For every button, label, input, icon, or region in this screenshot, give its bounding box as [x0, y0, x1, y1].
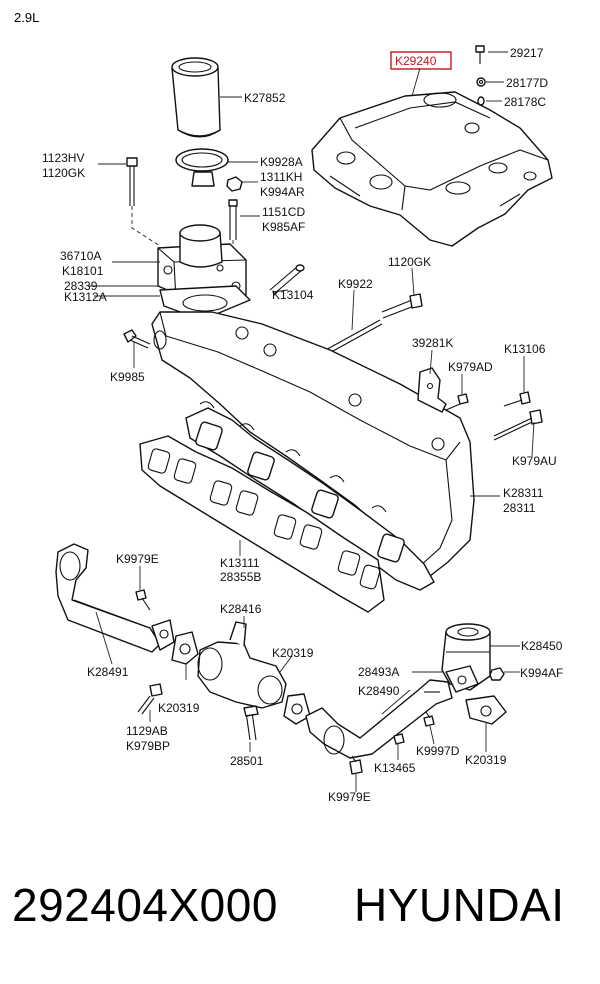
manifold-gasket-part	[139, 435, 385, 613]
bracket-part	[417, 367, 447, 413]
label-k20319-b: K20319	[158, 701, 200, 715]
label-k9997d: K9997D	[416, 744, 460, 758]
label-k9922: K9922	[338, 277, 373, 291]
label-k994ar: K994AR	[260, 185, 305, 199]
label-29217: 29217	[510, 46, 544, 60]
stud-28501-part	[243, 705, 259, 741]
label-k29240: K29240	[395, 54, 437, 68]
label-28501: 28501	[230, 754, 264, 768]
label-k979au: K979AU	[512, 454, 557, 468]
bolt-1120gk-part	[381, 293, 423, 319]
label-k13104: K13104	[272, 288, 314, 302]
label-28493a: 28493A	[358, 665, 399, 679]
bolt-part	[475, 45, 485, 64]
label-k20319-a: K20319	[272, 646, 314, 660]
label-k979bp: K979BP	[126, 739, 170, 753]
label-k13106: K13106	[504, 342, 546, 356]
label-1129ab: 1129AB	[126, 724, 168, 738]
label-k1312a: K1312A	[64, 290, 107, 304]
label-k18101: K18101	[62, 264, 104, 278]
bolt-k9979e-b-part	[349, 755, 363, 775]
label-39281k: 39281K	[412, 336, 453, 350]
label-k28311: K28311	[503, 486, 544, 500]
gasket-k20319b-part	[283, 693, 311, 725]
label-1120gk-a: 1120GK	[42, 166, 85, 180]
bolt-k9979e-part	[135, 589, 151, 611]
label-k9979e-b: K9979E	[328, 790, 371, 804]
label-28177d: 28177D	[506, 76, 548, 90]
intake-hose-part	[171, 57, 221, 138]
stud-k9985-part	[123, 329, 151, 349]
rod-part	[321, 319, 383, 357]
grommet-part	[476, 77, 486, 87]
label-k9985: K9985	[110, 370, 145, 384]
label-k28491: K28491	[87, 665, 129, 679]
bolt-k9997d-part	[423, 711, 435, 727]
exhaust-manifold-part	[185, 407, 435, 591]
engine-label: 2.9L	[14, 10, 39, 25]
label-k28450: K28450	[521, 639, 563, 653]
label-28311: 28311	[503, 501, 536, 515]
washer-part	[477, 96, 485, 106]
nut-part	[226, 176, 243, 192]
bolt-1129ab-part	[137, 683, 163, 715]
label-k28416: K28416	[220, 602, 262, 616]
highlight-box	[390, 51, 452, 70]
label-k28490: K28490	[358, 684, 400, 698]
label-k27852: K27852	[244, 91, 286, 105]
label-1120gk-b: 1120GK	[388, 255, 431, 269]
hose-clamp-part	[175, 148, 229, 187]
label-k994af: K994AF	[520, 666, 563, 680]
label-1311kh: 1311KH	[260, 170, 302, 184]
brand-name: HYUNDAI	[354, 879, 565, 931]
long-bolt-part	[126, 157, 161, 247]
egr-pipe-k28490-part	[305, 679, 453, 759]
egr-cooler-part	[197, 621, 287, 709]
leader-lines	[88, 51, 535, 792]
footer: 292404X000 HYUNDAI	[0, 878, 600, 948]
label-1151cd: 1151CD	[262, 205, 305, 219]
engine-cover-part	[311, 91, 553, 247]
egr-pipe-part	[55, 543, 175, 653]
label-1123hv: 1123HV	[42, 151, 84, 165]
label-k20319-c: K20319	[465, 753, 507, 767]
part-number: 292404X000	[12, 879, 278, 931]
label-k985af: K985AF	[262, 220, 305, 234]
label-28355b: 28355B	[220, 570, 261, 584]
label-k979ad: K979AD	[448, 360, 493, 374]
label-k9979e-a: K9979E	[116, 552, 159, 566]
gasket-k20319-part	[171, 631, 199, 665]
nut-k994af-part	[489, 667, 505, 681]
bolt-k979ad-part	[445, 393, 469, 411]
label-k13465: K13465	[374, 761, 416, 775]
bolt-k13106-part	[503, 391, 531, 407]
bolt-k979au-part	[493, 409, 543, 441]
gasket-28493a-part	[445, 665, 479, 693]
label-k13111: K13111	[220, 556, 260, 570]
pin-part	[269, 264, 305, 295]
label-28178c: 28178C	[504, 95, 546, 109]
label-28339: 28339	[64, 279, 98, 293]
label-k9928a: K9928A	[260, 155, 303, 169]
part-labels: K29240 29217 28177D 28178C K27852 1123HV…	[42, 46, 563, 804]
nut-k13465-part	[393, 733, 405, 745]
label-36710a: 36710A	[60, 249, 101, 263]
gasket-k20319c-part	[465, 695, 507, 725]
